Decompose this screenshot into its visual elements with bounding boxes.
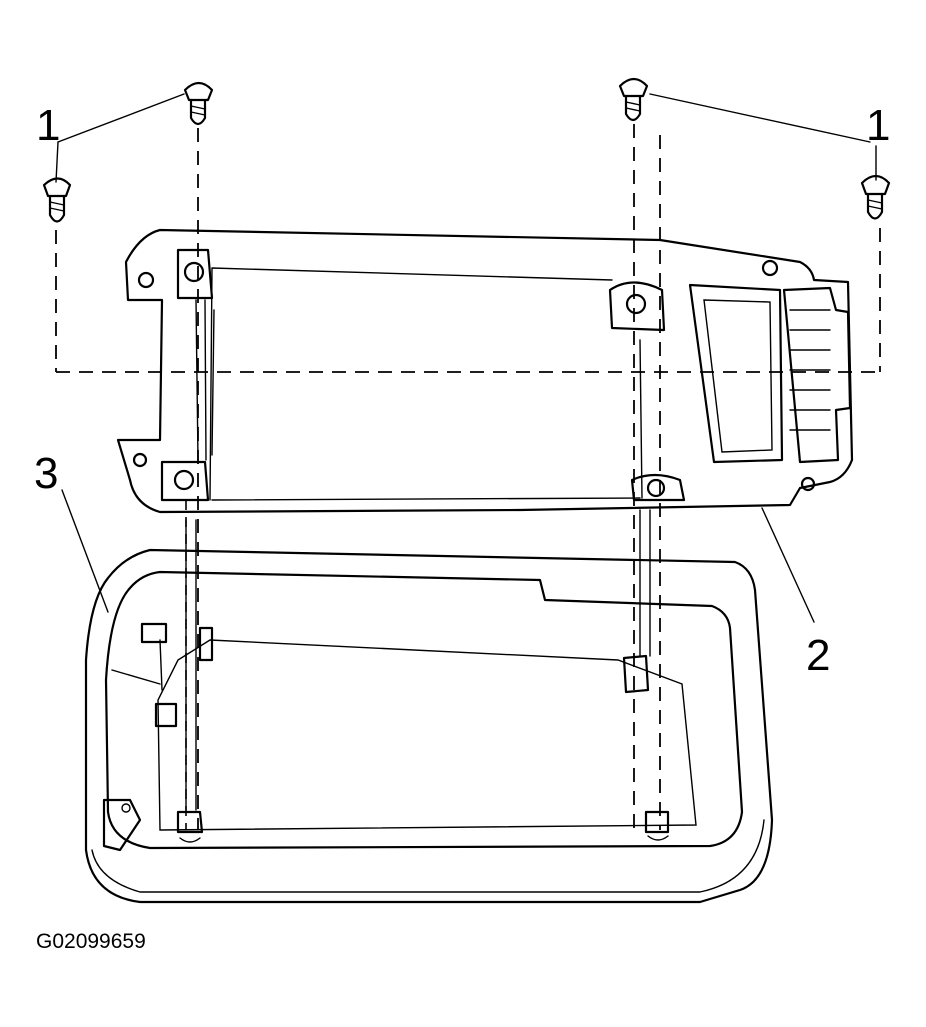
screw-far-right [860, 174, 891, 220]
housing-frame [84, 509, 774, 904]
figure-id: G02099659 [36, 930, 146, 953]
screw-top-left [183, 81, 214, 126]
callout-leader-2 [761, 507, 815, 623]
callout-3: 3 [34, 449, 58, 498]
callout-1-left: 1 [36, 101, 60, 150]
callout-leader-3 [61, 489, 109, 613]
callout-1-right: 1 [866, 101, 890, 150]
screw-top-right [618, 77, 649, 122]
callout-leaders-1 [55, 93, 877, 183]
screw-far-left [42, 177, 72, 223]
module-frame [116, 228, 854, 514]
callout-2: 2 [806, 631, 830, 680]
